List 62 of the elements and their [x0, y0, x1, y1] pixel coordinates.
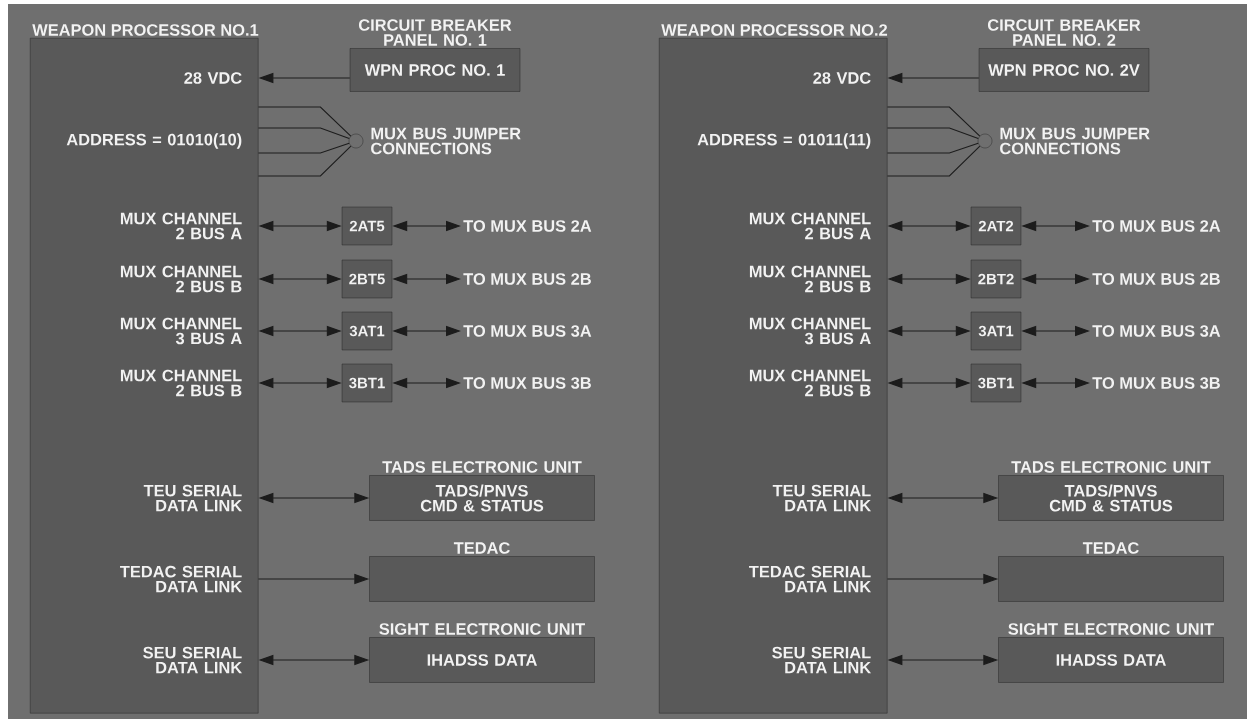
unit-box: TADS ELECTRONIC UNIT TADS/PNVS CMD & STATUS: [998, 461, 1224, 521]
unit-box: CIRCUIT BREAKER PANEL NO. 1 WPN PROC NO. 1: [349, 19, 521, 92]
signal-label: SEU SERIAL DATA LINK: [772, 646, 872, 674]
bus-label: TO MUX BUS 3A: [463, 325, 592, 337]
unit-box: CIRCUIT BREAKER PANEL NO. 2 WPN PROC NO. 2V: [978, 19, 1150, 92]
unit-box: SIGHT ELECTRONIC UNIT IHADSS DATA: [369, 623, 595, 683]
connector: [257, 127, 350, 140]
terminal-box: 2BT5: [341, 259, 393, 299]
node-label: SIGHT ELECTRONIC UNIT: [1008, 623, 1215, 635]
signal-label: ADDRESS = 01011(11): [697, 133, 871, 149]
signal-label: MUX CHANNEL 2 BUS B: [749, 369, 871, 397]
terminal-box: 3BT1: [970, 363, 1022, 403]
bus-label: TO MUX BUS 3B: [463, 377, 591, 389]
connector: [886, 142, 979, 154]
signal-label: MUX CHANNEL 2 BUS A: [749, 212, 871, 240]
bus-label: TO MUX BUS 2B: [1092, 273, 1220, 285]
terminal-box: 2AT2: [970, 206, 1022, 246]
connector: [257, 142, 350, 154]
node-label: TADS ELECTRONIC UNIT: [382, 461, 582, 473]
jumper-label: MUX BUS JUMPER CONNECTIONS: [371, 127, 521, 155]
node-label: TEDAC: [453, 542, 510, 554]
signal-label: MUX CHANNEL 2 BUS A: [120, 212, 242, 240]
bus-label: TO MUX BUS 2B: [463, 273, 591, 285]
bus-label: TO MUX BUS 3A: [1092, 325, 1221, 337]
connector: [886, 127, 979, 140]
bus-label: TO MUX BUS 3B: [1092, 377, 1220, 389]
terminal-box: 3BT1: [341, 363, 393, 403]
signal-label: MUX CHANNEL 2 BUS B: [749, 265, 871, 293]
connector: [886, 106, 981, 137]
connector: [257, 145, 352, 177]
signal-label: TEU SERIAL DATA LINK: [143, 484, 243, 512]
signal-label: 28 VDC: [184, 72, 242, 84]
signal-label: MUX CHANNEL 3 BUS A: [749, 317, 871, 345]
signal-label: TEDAC SERIAL DATA LINK: [749, 565, 872, 593]
node-label: CIRCUIT BREAKER PANEL NO. 1: [358, 19, 512, 46]
unit-box: TEDAC: [369, 542, 595, 602]
signal-label: TEU SERIAL DATA LINK: [772, 484, 872, 512]
unit-box: TEDAC: [998, 542, 1224, 602]
bus-label: TO MUX BUS 2A: [1092, 220, 1221, 232]
signal-label: MUX CHANNEL 3 BUS A: [120, 317, 242, 345]
signal-label: MUX CHANNEL 2 BUS B: [120, 369, 242, 397]
terminal-box: 3AT1: [970, 311, 1022, 351]
node-label: SIGHT ELECTRONIC UNIT: [379, 623, 586, 635]
node-label: WEAPON PROCESSOR NO.1: [32, 24, 259, 36]
unit-box: SIGHT ELECTRONIC UNIT IHADSS DATA: [998, 623, 1224, 683]
signal-label: ADDRESS = 01010(10): [66, 133, 242, 149]
signal-label: 28 VDC: [813, 72, 871, 84]
connector: [886, 145, 981, 177]
terminal-box: 2AT5: [341, 206, 393, 246]
signal-label: SEU SERIAL DATA LINK: [143, 646, 243, 674]
jumper-label: MUX BUS JUMPER CONNECTIONS: [1000, 127, 1150, 155]
signal-label: TEDAC SERIAL DATA LINK: [120, 565, 243, 593]
terminal-box: 2BT2: [970, 259, 1022, 299]
terminal-box: 3AT1: [341, 311, 393, 351]
connector: [257, 106, 352, 137]
node-label: WEAPON PROCESSOR NO.2: [661, 24, 888, 36]
unit-box: TADS ELECTRONIC UNIT TADS/PNVS CMD & STATUS: [369, 461, 595, 521]
node-label: TEDAC: [1082, 542, 1139, 554]
bus-label: TO MUX BUS 2A: [463, 220, 592, 232]
signal-label: MUX CHANNEL 2 BUS B: [120, 265, 242, 293]
node-label: CIRCUIT BREAKER PANEL NO. 2: [987, 19, 1141, 46]
node-label: TADS ELECTRONIC UNIT: [1011, 461, 1211, 473]
